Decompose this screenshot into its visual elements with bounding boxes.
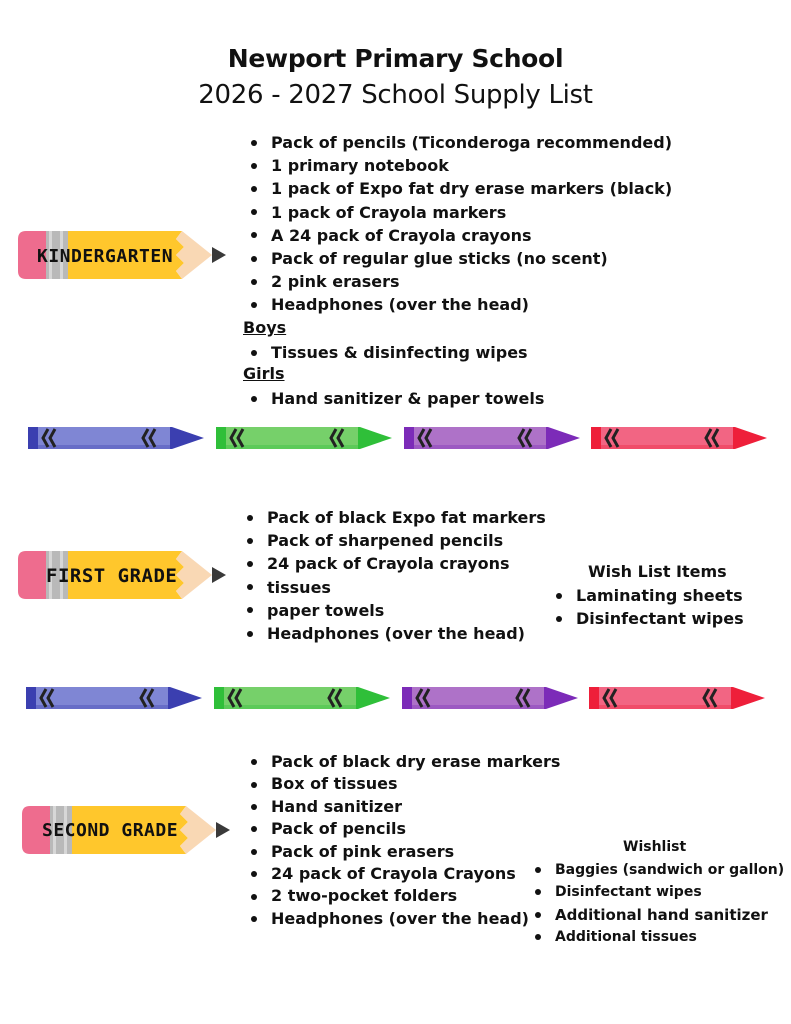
list-item: Additional hand sanitizer xyxy=(526,904,784,926)
list-item: Laminating sheets xyxy=(547,584,744,607)
boys-heading: Boys xyxy=(243,318,287,337)
list-item: Pack of black Expo fat markers xyxy=(238,506,546,529)
list-item: tissues xyxy=(238,576,546,599)
list-item: Tissues & disinfecting wipes xyxy=(242,341,528,364)
second-grade-label: SECOND GRADE xyxy=(42,820,179,841)
kindergarten-label: KINDERGARTEN xyxy=(37,246,174,267)
pencil-icon xyxy=(16,548,230,602)
list-item: paper towels xyxy=(238,599,546,622)
list-item: Disinfectant wipes xyxy=(526,881,784,903)
list-item: Box of tissues xyxy=(242,773,560,795)
list-item: 1 pack of Expo fat dry erase markers (bl… xyxy=(242,177,672,200)
crayon-icon xyxy=(28,426,204,454)
list-item: Hand sanitizer & paper towels xyxy=(242,387,544,410)
second-grade-supply-list: Pack of black dry erase markers Box of t… xyxy=(242,751,560,930)
crayon-icon xyxy=(589,686,765,714)
crayon-icon xyxy=(214,686,390,714)
list-item: 2 pink erasers xyxy=(242,270,672,293)
list-item: Pack of pencils xyxy=(242,818,560,840)
crayon-icon xyxy=(591,426,767,454)
list-item: Headphones (over the head) xyxy=(238,622,546,645)
list-item: Pack of black dry erase markers xyxy=(242,751,560,773)
school-name: Newport Primary School xyxy=(227,44,564,73)
list-item: 2 two-pocket folders xyxy=(242,885,560,907)
list-item: 24 pack of Crayola crayons xyxy=(238,552,546,575)
list-item: Additional tissues xyxy=(526,926,784,948)
list-item: 24 pack of Crayola Crayons xyxy=(242,863,560,885)
crayon-icon xyxy=(404,426,580,454)
list-item: Headphones (over the head) xyxy=(242,293,672,316)
list-item: Pack of pink erasers xyxy=(242,841,560,863)
girls-heading: Girls xyxy=(243,364,285,383)
second-grade-wishlist: Baggies (sandwich or gallon) Disinfectan… xyxy=(526,859,784,948)
list-item: Pack of regular glue sticks (no scent) xyxy=(242,247,672,270)
crayon-icon xyxy=(402,686,578,714)
list-item: Disinfectant wipes xyxy=(547,607,744,630)
list-item: Hand sanitizer xyxy=(242,796,560,818)
first-grade-wishlist-title: Wish List Items xyxy=(588,562,727,581)
second-grade-wishlist-title: Wishlist xyxy=(623,839,687,855)
list-item: Baggies (sandwich or gallon) xyxy=(526,859,784,881)
list-item: Headphones (over the head) xyxy=(242,908,560,930)
list-title: 2026 - 2027 School Supply List xyxy=(198,80,593,110)
first-grade-label: FIRST GRADE xyxy=(46,565,178,587)
pencil-icon xyxy=(20,803,234,857)
crayon-icon xyxy=(26,686,202,714)
crayon-icon xyxy=(216,426,392,454)
list-item: 1 primary notebook xyxy=(242,154,672,177)
first-grade-wishlist: Laminating sheets Disinfectant wipes xyxy=(547,584,744,630)
list-item: 1 pack of Crayola markers xyxy=(242,201,672,224)
girls-supply-list: Hand sanitizer & paper towels xyxy=(242,387,544,410)
list-item: Pack of pencils (Ticonderoga recommended… xyxy=(242,131,672,154)
kindergarten-supply-list: Pack of pencils (Ticonderoga recommended… xyxy=(242,131,672,317)
list-item: A 24 pack of Crayola crayons xyxy=(242,224,672,247)
boys-supply-list: Tissues & disinfecting wipes xyxy=(242,341,528,364)
list-item: Pack of sharpened pencils xyxy=(238,529,546,552)
first-grade-supply-list: Pack of black Expo fat markers Pack of s… xyxy=(238,506,546,645)
pencil-icon xyxy=(16,228,230,282)
